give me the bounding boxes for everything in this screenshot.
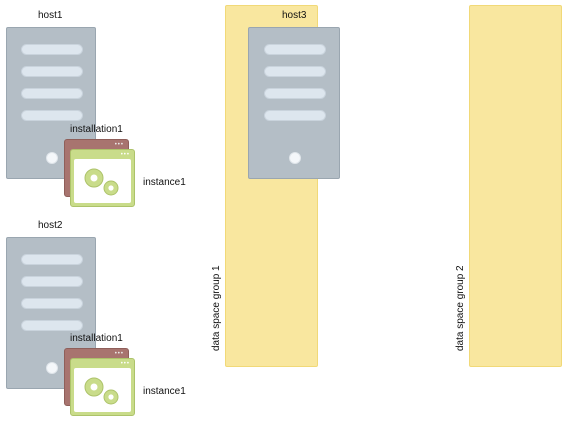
host3-label: host3	[282, 10, 307, 21]
data-space-group-2-label: data space group 2	[455, 265, 466, 351]
host2-instance-label: instance1	[143, 386, 186, 397]
host2-instance-window-icon: ••• •••	[64, 348, 136, 418]
host1-installation-label: installation1	[70, 124, 123, 135]
host1-instance-label: instance1	[143, 177, 186, 188]
host2-server-icon	[6, 237, 96, 389]
gear-icon	[84, 377, 119, 405]
host2-installation-label: installation1	[70, 333, 123, 344]
instance-window-icon: •••	[70, 358, 135, 416]
data-space-group-2	[469, 5, 562, 367]
host1-instance-window-icon: ••• •••	[64, 139, 136, 209]
host3-server-icon	[248, 27, 340, 179]
instance-window-icon: •••	[70, 149, 135, 207]
data-space-group-1-label: data space group 1	[211, 265, 222, 351]
host1-label: host1	[38, 10, 63, 21]
host2-label: host2	[38, 220, 63, 231]
host1-server-icon	[6, 27, 96, 179]
gear-icon	[84, 168, 119, 196]
